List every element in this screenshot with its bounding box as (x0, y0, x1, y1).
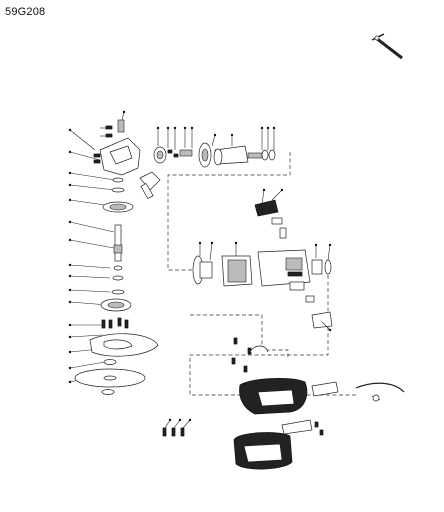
spanner-wrench (371, 33, 403, 60)
gear-head-assembly (153, 126, 276, 168)
model-number: 59G208 (5, 6, 46, 18)
spindle-and-guard-assembly (74, 110, 161, 395)
switch-assembly (231, 188, 333, 373)
armature-and-motor-assembly (192, 241, 332, 287)
housing-and-cable-assembly (162, 378, 405, 470)
